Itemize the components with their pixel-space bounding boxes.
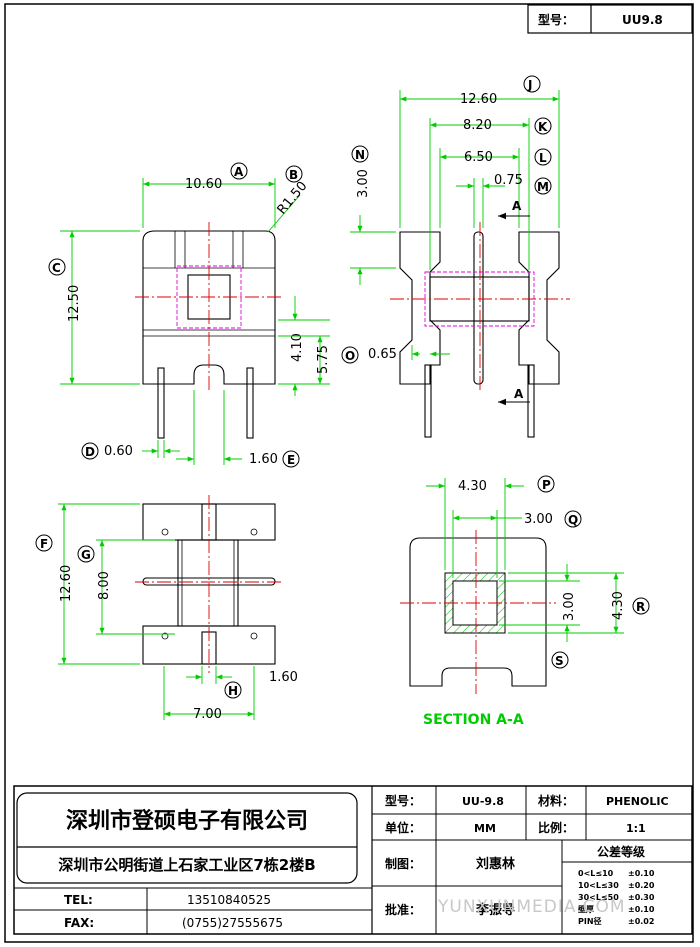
front-dim-radius: R1.50 (275, 179, 311, 218)
bubble-F: F (40, 537, 48, 551)
bubble-B: B (289, 168, 298, 182)
company-name: 深圳市登硕电子有限公司 (66, 808, 308, 834)
bubble-P: P (542, 478, 551, 492)
bubble-K: K (538, 120, 548, 134)
tolerance-range: 30<L≤50 (578, 893, 619, 902)
bubble-H: H (228, 684, 238, 698)
front-dim-d2: 5.75 (316, 345, 331, 374)
section-caption: SECTION A-A (423, 712, 524, 728)
tb-drawn: 刘惠林 (476, 856, 515, 872)
bubble-A: A (234, 165, 244, 179)
bottom-dim-h2: 8.00 (97, 571, 112, 600)
bubble-L: L (539, 151, 547, 165)
front-dim-height: 12.50 (67, 285, 82, 322)
side-dim-w4: 0.75 (494, 173, 523, 188)
side-dim-w3: 6.50 (464, 150, 493, 165)
watermark: YUNXUNMEDIA.COM (437, 897, 626, 917)
tb-material: PHENOLIC (606, 795, 669, 808)
bubble-C: C (52, 261, 61, 275)
tolerance-value: ±0.10 (628, 905, 655, 914)
bubble-S: S (555, 654, 564, 668)
tel-value: 13510840525 (187, 893, 271, 907)
bubble-Q: Q (568, 513, 578, 527)
front-dim-pin-pitch: 1.60 (249, 452, 278, 467)
bottom-dim-w: 7.00 (193, 707, 222, 722)
section-mark-bottom: A (514, 387, 524, 401)
tolerance-range: PIN径 (578, 916, 602, 926)
fax-label: FAX: (64, 916, 94, 930)
front-dim-width: 10.60 (185, 177, 222, 192)
sheet-border (4, 3, 694, 943)
tolerance-range: 0<L≤10 (578, 869, 614, 878)
bubble-D: D (85, 445, 95, 459)
tolerance-range: 壁厚 (578, 904, 594, 914)
front-dim-d1: 4.10 (290, 333, 305, 362)
tb-approved-label: 批准： (385, 902, 421, 917)
tb-scale-label: 比例： (538, 820, 574, 835)
bubble-J: J (527, 78, 532, 92)
tb-model-label: 型号： (385, 793, 421, 808)
tb-material-label: 材料： (537, 793, 574, 808)
top-model-value: UU9.8 (622, 13, 663, 27)
tb-tolerance-title: 公差等级 (597, 844, 645, 859)
bubble-M: M (537, 180, 549, 194)
tb-model: UU-9.8 (462, 795, 504, 808)
bottom-dim-p: 1.60 (269, 670, 298, 685)
bubble-N: N (355, 148, 365, 162)
section-dim-h1: 3.00 (562, 592, 577, 621)
tb-scale: 1:1 (626, 822, 646, 835)
top-model-label: 型号： (538, 12, 574, 27)
section-dim-w2: 3.00 (524, 512, 553, 527)
bubble-G: G (81, 548, 91, 562)
side-dim-w2: 8.20 (463, 118, 492, 133)
bubble-O: O (345, 349, 355, 363)
tolerance-range: 10<L≤30 (578, 881, 619, 890)
bubble-R: R (636, 600, 645, 614)
fax-value: (0755)27555675 (182, 916, 283, 930)
side-dim-t: 0.65 (368, 347, 397, 362)
side-dim-h: 3.00 (356, 169, 371, 198)
front-view: 10.60 12.50 R1.50 4.10 5.75 0.60 1.60 A … (48, 162, 331, 468)
tolerance-value: ±0.30 (628, 893, 655, 902)
top-title-block: 型号： UU9.8 (527, 4, 693, 34)
tb-drawn-label: 制图： (385, 856, 421, 871)
side-view: 12.60 8.20 6.50 0.75 3.00 0.65 A A J K L… (341, 75, 570, 438)
tb-unit: MM (474, 822, 496, 835)
tolerance-list: 0<L≤10 ±0.10 10<L≤30 ±0.20 30<L≤50 ±0.30… (578, 869, 655, 926)
bottom-dim-h1: 12.60 (59, 565, 74, 602)
bubble-E: E (287, 453, 295, 467)
company-address: 深圳市公明街道上石家工业区7栋2楼B (58, 856, 315, 874)
tb-approved: 李振导 (475, 902, 515, 918)
tolerance-value: ±0.02 (628, 917, 654, 926)
section-mark-top: A (512, 199, 522, 213)
tb-unit-label: 单位： (385, 820, 421, 835)
side-dim-w1: 12.60 (460, 92, 497, 107)
bottom-view: 12.60 8.00 1.60 7.00 F G H (35, 495, 298, 722)
front-dim-pin-w: 0.60 (104, 444, 133, 459)
section-dim-h2: 4.30 (611, 591, 626, 620)
section-dim-w1: 4.30 (458, 479, 487, 494)
tolerance-value: ±0.20 (628, 881, 655, 890)
tolerance-value: ±0.10 (628, 869, 655, 878)
section-view: 4.30 3.00 3.00 4.30 P Q R S SECTION A-A (400, 475, 650, 728)
title-block: 深圳市登硕电子有限公司 深圳市公明街道上石家工业区7栋2楼B TEL: 1351… (13, 785, 693, 935)
tel-label: TEL: (64, 893, 93, 907)
